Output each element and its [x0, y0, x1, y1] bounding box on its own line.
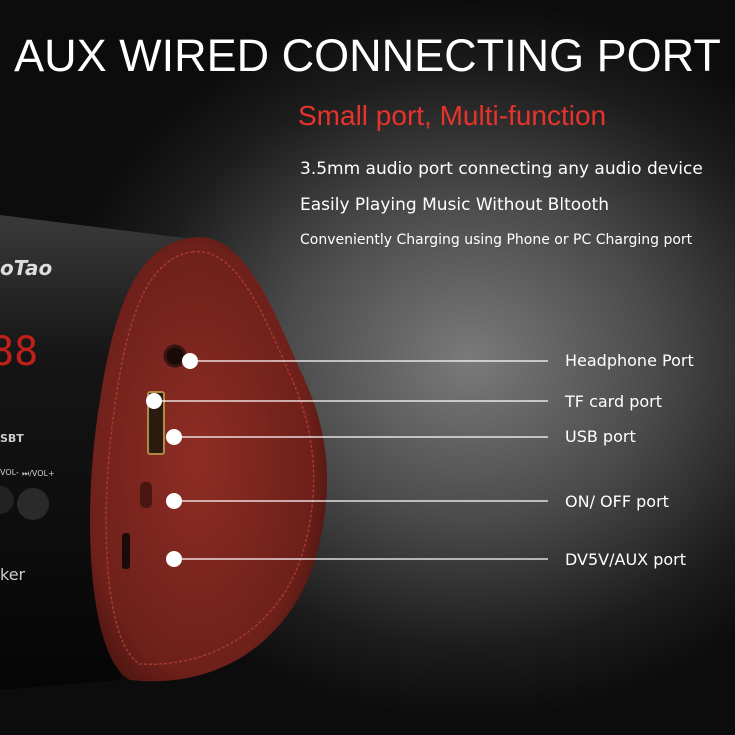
feature-2: Easily Playing Music Without Bltooth: [300, 195, 609, 215]
feature-3: Conveniently Charging using Phone or PC …: [300, 232, 693, 248]
brand-logo: oTao: [0, 256, 53, 280]
callout-dot-usb: [166, 429, 182, 445]
headphone-jack: [163, 344, 187, 368]
button-left-label: VOL-: [0, 468, 19, 477]
callout-dot-dv5v: [166, 551, 182, 567]
headline: AUX WIRED CONNECTING PORT: [14, 30, 721, 81]
feature-1: 3.5mm audio port connecting any audio de…: [300, 159, 703, 179]
micro-usb-slot: [122, 533, 130, 569]
model-label: SBT: [0, 432, 24, 445]
speaker-end-cap: [90, 237, 327, 682]
callout-dot-headphone: [182, 353, 198, 369]
power-switch: [140, 482, 152, 508]
label-headphone-port: Headphone Port: [565, 351, 694, 370]
button-right-label: ⏭/VOL+: [22, 469, 55, 478]
label-tf-card-port: TF card port: [565, 392, 662, 411]
display-digits: 88: [0, 329, 38, 375]
label-usb-port: USB port: [565, 427, 636, 446]
callout-lines: [154, 360, 548, 560]
callout-dot-onoff: [166, 493, 182, 509]
label-on-off-port: ON/ OFF port: [565, 492, 669, 511]
speaker-button-right: [17, 488, 49, 520]
label-dv5v-aux-port: DV5V/AUX port: [565, 550, 686, 569]
speaker-button-left: [0, 486, 14, 514]
product-name-fragment: ker: [0, 565, 26, 584]
subheadline: Small port, Multi-function: [298, 100, 607, 131]
callout-dot-tf: [146, 393, 162, 409]
